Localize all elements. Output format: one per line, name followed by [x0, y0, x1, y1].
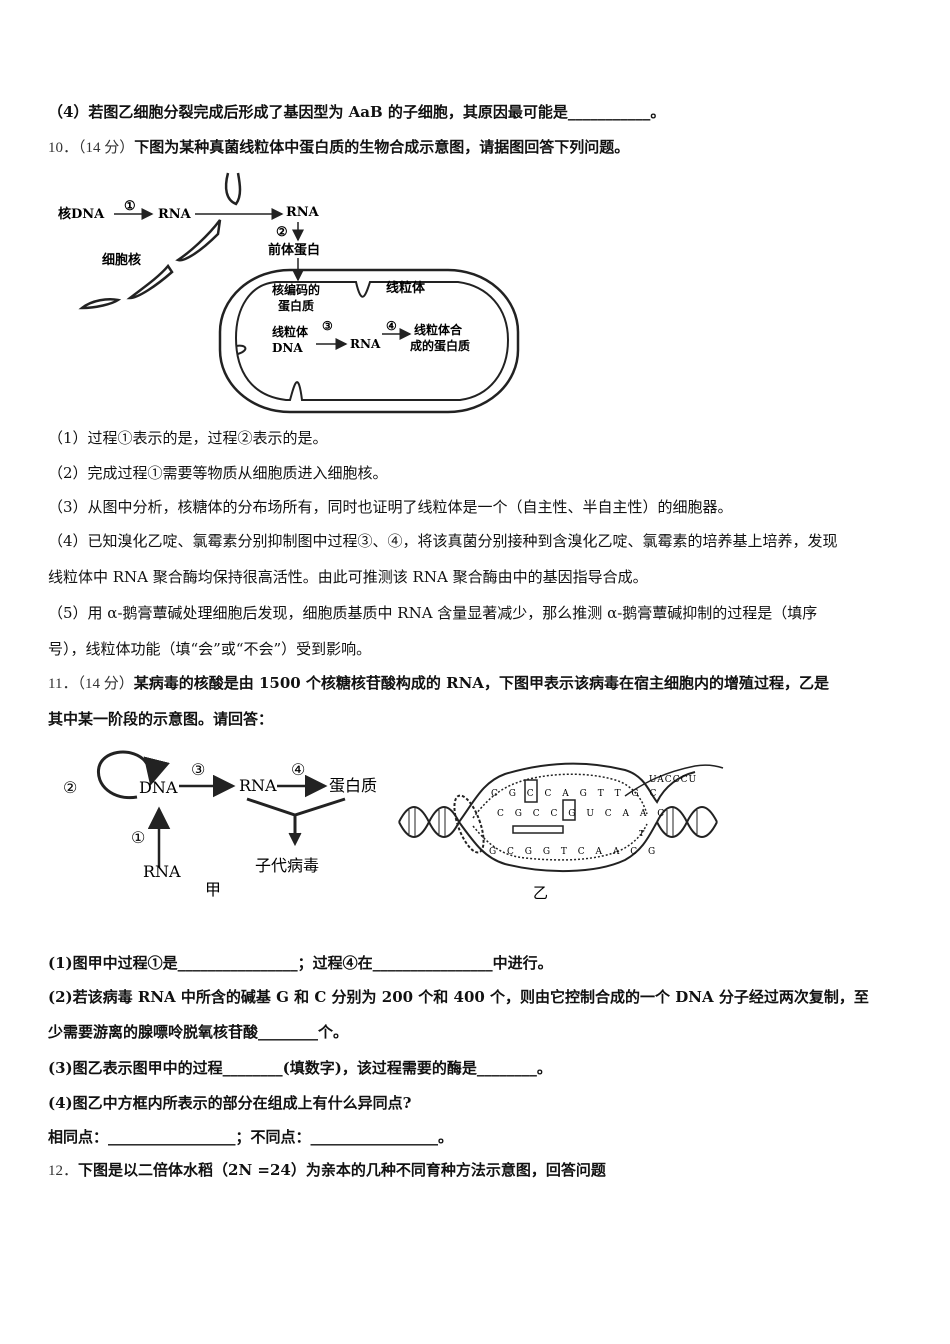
- q11-p4: (4)图乙中方框内所表示的部分在组成上有什么异同点?: [48, 1094, 412, 1112]
- q11-p3: (3)图乙表示图甲中的过程________(填数字)，该过程需要的酶是_____…: [48, 1059, 552, 1077]
- q11-p2b: 少需要游离的腺嘌呤脱氧核苷酸________个。: [48, 1023, 349, 1041]
- q11-score: （14 分）: [77, 676, 134, 692]
- mitochondrion-outer-membrane: [218, 268, 520, 414]
- yi-tail: UACCCU: [649, 775, 697, 785]
- jia-step4: ④: [291, 760, 305, 779]
- q12-stem-line: 12．下图是以二倍体水稻（2N =24）为亲本的几种不同育种方法示意图，回答问题: [48, 1160, 606, 1181]
- q10-p5a: （5）用 α-鹅膏蕈碱处理细胞后发现，细胞质基质中 RNA 含量显著减少，那么推…: [48, 604, 818, 622]
- yi-caption: 乙: [533, 884, 548, 902]
- mitochondrion-inner-membrane: [234, 281, 510, 401]
- q11-stem-a: 某病毒的核酸是由 1500 个核糖核苷酸构成的 RNA，下图甲表示该病毒在宿主细…: [133, 674, 829, 692]
- q10-p4b: 线粒体中 RNA 聚合酶均保持很高活性。由此可推测该 RNA 聚合酶由中的基因指…: [48, 568, 648, 586]
- q10-p2: （2）完成过程①需要等物质从细胞质进入细胞核。: [48, 464, 388, 482]
- mitochondrion-label: 线粒体: [386, 280, 426, 296]
- rna2-label: RNA: [286, 205, 320, 220]
- nucleus-label: 细胞核: [102, 252, 141, 268]
- step4-label: ④: [386, 319, 397, 333]
- q10-number: 10．: [48, 140, 79, 156]
- jia-progeny: 子代病毒: [255, 856, 319, 875]
- nuclear-envelope-fragment: [175, 219, 222, 262]
- rna1-label: RNA: [158, 207, 192, 222]
- q11-p1: (1)图甲中过程①是________________；过程④在_________…: [48, 954, 553, 972]
- yi-bottom-strand: G C G G T C A A C G: [489, 847, 659, 857]
- q11-stem-b: 其中某一阶段的示意图。请回答：: [48, 710, 274, 728]
- q11-figure-jia: ② DNA ③ RNA ④ 蛋白质 ① RNA 子代病毒 甲: [63, 750, 377, 899]
- q10-p5b: 号），线粒体功能（填“会”或“不会”）受到影响。: [48, 640, 372, 658]
- jia-rna-bottom: RNA: [143, 862, 181, 881]
- nuclear-encoded-line2: 蛋白质: [278, 298, 314, 313]
- highlight-box-top: [524, 779, 538, 803]
- jia-step2: ②: [63, 778, 77, 797]
- nuclear-dna-label: 核DNA: [58, 206, 105, 222]
- jia-protein: 蛋白质: [329, 776, 377, 795]
- step2-label: ②: [276, 225, 288, 240]
- nuclear-envelope-fragment: [126, 263, 174, 300]
- highlight-box-mid: [562, 799, 576, 821]
- q10-p1: （1）过程①表示的是，过程②表示的是。: [48, 429, 328, 447]
- q10-stem: 下图为某种真菌线粒体中蛋白质的生物合成示意图，请据图回答下列问题。: [134, 138, 630, 156]
- enzyme-ellipse: [453, 794, 485, 854]
- jia-step3: ③: [191, 760, 205, 779]
- q11-figure-yi: C G C C A G T T G C C G C C G U C A A C …: [398, 762, 724, 902]
- q10-mitochondria-diagram: 核DNA ① RNA RNA ② 前体蛋白 细胞核 核编码的 蛋白质 线粒体 线…: [58, 172, 520, 414]
- mito-dna-line2: DNA: [272, 341, 303, 355]
- mito-dna-line1: 线粒体: [272, 324, 309, 339]
- jia-dna: DNA: [139, 778, 178, 797]
- step3-label: ③: [322, 319, 333, 333]
- q10-score: （14 分）: [78, 140, 135, 156]
- q12-stem: 下图是以二倍体水稻（2N =24）为亲本的几种不同育种方法示意图，回答问题: [78, 1161, 606, 1179]
- rna3-label: RNA: [350, 337, 381, 351]
- rna-polymerase-bar: [512, 825, 564, 834]
- nuclear-envelope-fragment: [224, 172, 242, 206]
- q10-stem-line: 10．（14 分）下图为某种真菌线粒体中蛋白质的生物合成示意图，请据图回答下列问…: [48, 137, 629, 158]
- mito-protein-line2: 成的蛋白质: [410, 338, 470, 353]
- jia-rna-mid: RNA: [239, 776, 277, 795]
- jia-step1: ①: [131, 828, 145, 847]
- precursor-label: 前体蛋白: [268, 242, 320, 258]
- left-helix: [398, 806, 460, 838]
- q10-p3: （3）从图中分析，核糖体的分布场所有，同时也证明了线粒体是一个（自主性、半自主性…: [48, 498, 733, 516]
- yi-t-label: T: [639, 829, 645, 838]
- mito-protein-line1: 线粒体合: [414, 322, 463, 337]
- yi-top-strand: C G C C A G T T G C: [491, 789, 660, 799]
- step1-label: ①: [124, 199, 136, 214]
- replication-loop-arrow: [96, 750, 170, 800]
- yi-mid-strand: C G C C G U C A A C: [497, 809, 668, 819]
- mrna-tail: [624, 764, 724, 797]
- q10-p4a: （4）已知溴化乙啶、氯霉素分别抑制图中过程③、④，将该真菌分别接种到含溴化乙啶、…: [48, 532, 838, 550]
- q11-p2a: (2)若该病毒 RNA 中所含的碱基 G 和 C 分别为 200 个和 400 …: [48, 988, 869, 1006]
- jia-caption: 甲: [205, 880, 221, 899]
- nuclear-encoded-line1: 核编码的: [272, 282, 320, 297]
- q12-number: 12．: [48, 1163, 79, 1179]
- nuclear-envelope-fragment: [78, 298, 122, 310]
- q11-stem-line: 11．（14 分）某病毒的核酸是由 1500 个核糖核苷酸构成的 RNA，下图甲…: [48, 673, 829, 694]
- right-helix: [656, 806, 718, 838]
- q11-p4-answer: 相同点：_________________；不同点：______________…: [48, 1128, 454, 1146]
- q11-number: 11．: [48, 676, 78, 692]
- q9-part4: （4）若图乙细胞分裂完成后形成了基因型为 AaB 的子细胞，其原因最可能是___…: [48, 103, 666, 121]
